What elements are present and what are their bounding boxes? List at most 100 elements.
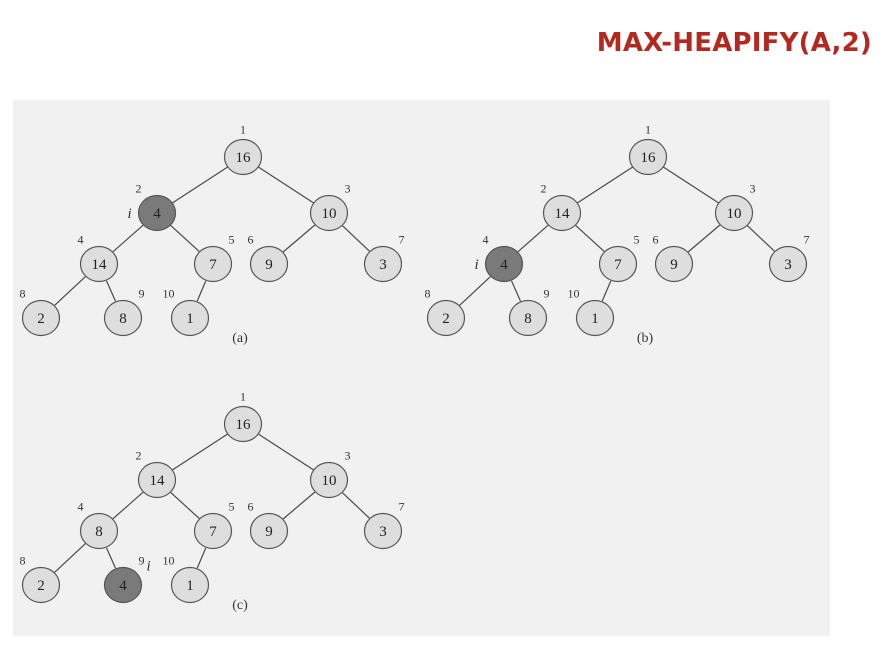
node-index-label: 6 (248, 233, 254, 247)
node-index-label: 2 (136, 449, 142, 463)
tree-edge (342, 492, 370, 519)
node-index-label: 2 (136, 182, 142, 196)
node-key-label: 4 (153, 206, 161, 222)
tree-edge (196, 280, 207, 302)
node-index-label: 5 (634, 233, 640, 247)
heap-node (193, 245, 233, 283)
node-key-label: 14 (92, 257, 108, 273)
tree-edge (170, 492, 200, 519)
heap-node (249, 512, 289, 550)
node-index-label: 4 (483, 233, 489, 247)
tree-edge (258, 166, 314, 204)
heap-node (103, 299, 143, 337)
heap-node (542, 194, 582, 232)
node-key-label: 14 (150, 473, 166, 489)
node-key-label: 3 (379, 257, 387, 273)
node-key-label: 9 (265, 524, 273, 540)
tree-edge (196, 547, 207, 569)
heap-node (223, 138, 263, 176)
node-index-label: 8 (20, 554, 26, 568)
node-index-label: 6 (248, 500, 254, 514)
heap-node (21, 566, 61, 604)
tree-edge (105, 547, 117, 569)
tree-edge (459, 276, 491, 306)
node-index-label: 3 (345, 182, 351, 196)
tree-caption: (b) (637, 331, 654, 346)
node-key-label: 8 (524, 311, 532, 327)
heap-node (426, 299, 466, 337)
node-index-label: 2 (541, 182, 547, 196)
node-index-label: 10 (163, 287, 175, 301)
node-key-label: 10 (727, 206, 742, 222)
tree-edge (601, 280, 612, 302)
tree-caption: (a) (232, 331, 248, 346)
heap-node (249, 245, 289, 283)
node-key-label: 16 (641, 150, 657, 166)
node-index-label: 4 (78, 500, 84, 514)
node-key-label: 7 (209, 257, 217, 273)
tree-edge (663, 166, 719, 204)
node-index-label: 7 (399, 233, 405, 247)
node-index-label: 1 (240, 390, 246, 404)
node-index-label: 10 (163, 554, 175, 568)
tree-edge (172, 433, 228, 471)
tree-edge (54, 543, 86, 573)
node-key-label: 1 (186, 578, 194, 594)
tree-edge (112, 491, 144, 520)
pointer-i-label: i (475, 257, 479, 273)
node-key-label: 8 (119, 311, 127, 327)
node-key-label: 7 (614, 257, 622, 273)
heap-node (137, 461, 177, 499)
node-index-label: 3 (750, 182, 756, 196)
heap-node (170, 566, 210, 604)
heap-node (79, 245, 119, 283)
node-key-label: 9 (265, 257, 273, 273)
heap-node (508, 299, 548, 337)
node-index-label: 4 (78, 233, 84, 247)
pointer-i-label: i (128, 206, 132, 222)
tree-edge (105, 280, 117, 302)
tree-edge (172, 166, 228, 204)
page-title: MAX-HEAPIFY(A,2) (596, 28, 872, 58)
node-index-label: 7 (804, 233, 810, 247)
tree-edge (342, 225, 370, 252)
heap-node (363, 512, 403, 550)
node-key-label: 7 (209, 524, 217, 540)
tree-edge (510, 280, 522, 302)
heap-node (598, 245, 638, 283)
node-key-label: 16 (236, 417, 252, 433)
node-key-label: 4 (500, 257, 508, 273)
node-index-label: 9 (139, 554, 145, 568)
node-key-label: 3 (379, 524, 387, 540)
pointer-i-label: i (147, 559, 151, 575)
node-key-label: 8 (95, 524, 103, 540)
tree-edge (54, 276, 86, 306)
tree-edge (577, 166, 633, 204)
node-key-label: 1 (591, 311, 599, 327)
heap-node (654, 245, 694, 283)
node-key-label: 16 (236, 150, 252, 166)
heap-node-highlighted (484, 245, 524, 283)
heap-node (193, 512, 233, 550)
node-key-label: 2 (37, 311, 45, 327)
node-index-label: 5 (229, 500, 235, 514)
heap-node-highlighted (103, 566, 143, 604)
tree-edge (687, 224, 721, 253)
node-key-label: 4 (119, 578, 127, 594)
node-index-label: 9 (544, 287, 550, 301)
node-index-label: 8 (425, 287, 431, 301)
heap-node-highlighted (137, 194, 177, 232)
tree-edge (747, 225, 775, 252)
heap-node (714, 194, 754, 232)
node-index-label: 3 (345, 449, 351, 463)
node-key-label: 14 (555, 206, 571, 222)
node-index-label: 1 (645, 123, 651, 137)
tree-edge (282, 491, 316, 520)
heap-node (79, 512, 119, 550)
node-key-label: 3 (784, 257, 792, 273)
